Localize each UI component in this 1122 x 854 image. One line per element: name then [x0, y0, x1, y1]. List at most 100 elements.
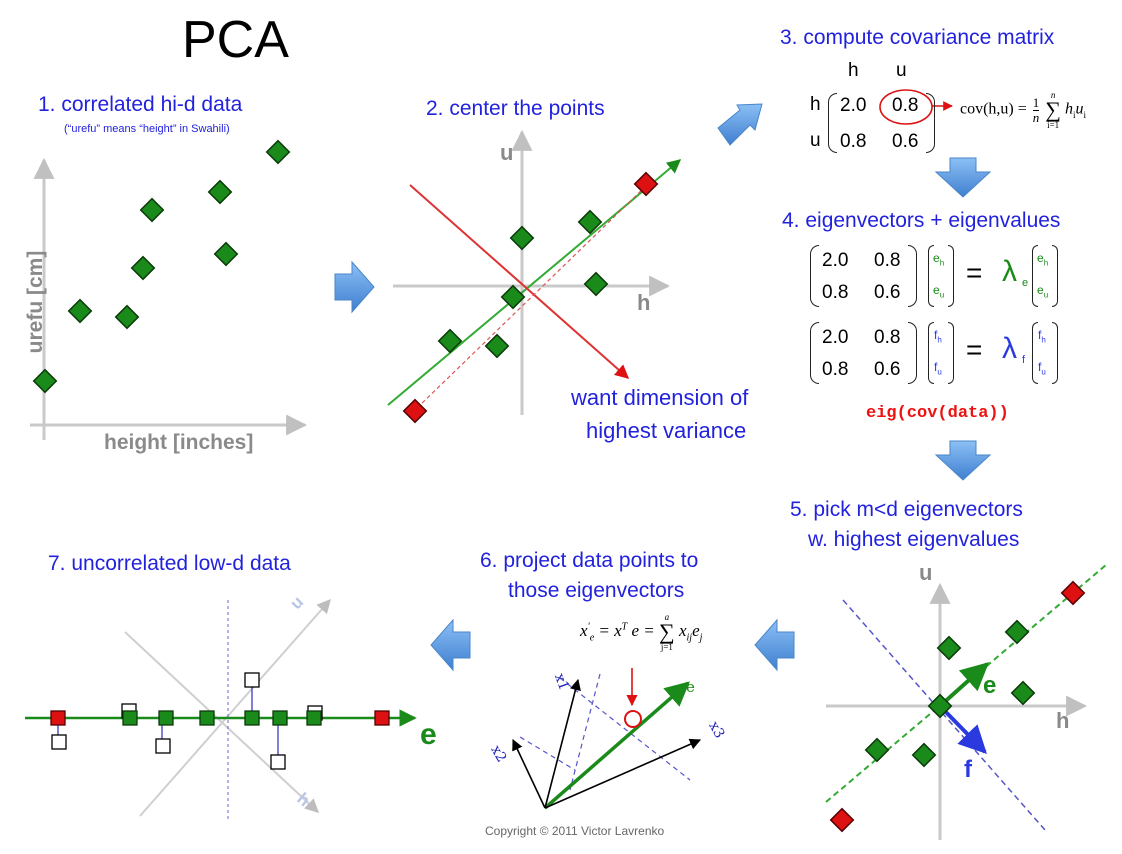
low-variance-direction-arrow: [409, 184, 630, 379]
projected-point: [306, 710, 322, 726]
plot-2: [387, 129, 682, 424]
e-vec2-u-sub: u: [1043, 290, 1049, 300]
data-vector-x2: [512, 738, 546, 809]
rotated-u-axis: [139, 598, 331, 817]
eig-matrix-cell: 2.0: [822, 250, 849, 271]
cov-highlight-circle: [879, 89, 933, 125]
e-vec2-u: e: [1037, 283, 1044, 297]
step-7-label: 7. uncorrelated low-d data: [48, 552, 291, 575]
e-vec-left-paren: [928, 245, 934, 307]
e-eigenvector-arrow: [543, 681, 690, 810]
flow-arrow-2-to-3: [717, 103, 763, 146]
projected-point: [199, 710, 215, 726]
plot-6: [512, 668, 702, 810]
proj-lhs-sup: ': [587, 621, 590, 633]
data-point: [139, 197, 165, 223]
e-eigenvector-arrow: [938, 662, 990, 708]
step-1-label: 1. correlated hi-d data: [38, 93, 243, 116]
data-point: [114, 304, 140, 330]
data-point: [927, 693, 953, 719]
data-point: [509, 225, 535, 251]
proj-mid: = x: [598, 620, 622, 640]
e-vec-u: e: [933, 283, 940, 297]
variance-annotation-line1: want dimension of: [571, 385, 749, 410]
rotated-h-axis: [124, 631, 320, 813]
cov-term-u: u: [1075, 100, 1084, 118]
e-vec-u-sub: u: [939, 290, 945, 300]
original-point-hollow: [51, 734, 67, 750]
eig-right-paren: [908, 322, 917, 384]
cov-row-label-h: h: [810, 94, 821, 115]
lambda-e-sub: e: [1022, 277, 1029, 289]
lambda-f-sub: f: [1022, 354, 1026, 366]
proj-sum-bottom: j=1: [660, 642, 673, 652]
data-point: [911, 742, 937, 768]
eig-matrix-cell: 0.6: [874, 359, 901, 380]
projected-outlier: [374, 710, 390, 726]
step-4-label: 4. eigenvectors + eigenvalues: [782, 209, 1061, 232]
data-point: [437, 328, 463, 354]
data-point: [130, 255, 156, 281]
data-point: [936, 635, 962, 661]
f-dashed-line: [842, 599, 1046, 831]
eig-left-paren: [810, 322, 819, 384]
step-6-label-line2: those eigenvectors: [508, 579, 685, 602]
e-vec-right-paren: [948, 245, 954, 307]
copyright-notice: Copyright © 2011 Victor Lavrenko: [485, 824, 665, 838]
outlier-point: [633, 171, 659, 197]
cov-left-paren: [828, 93, 837, 153]
page-title: PCA: [182, 11, 289, 69]
step-3-label: 3. compute covariance matrix: [780, 26, 1055, 49]
proj-lhs: x: [580, 620, 588, 640]
sum-symbol: ∑: [659, 619, 675, 644]
proj-mid2: e =: [631, 620, 655, 640]
e-vec2-h-sub: h: [1043, 258, 1049, 268]
eig-right-paren: [908, 245, 917, 307]
projection-formula: x'e = xT e = a ∑ j=1 xijej: [580, 612, 702, 652]
proj-term: x: [678, 620, 687, 640]
proj-term-sub: ij: [686, 632, 693, 644]
f-eigenvector-arrow: [938, 704, 987, 755]
f-vec-right-paren: [948, 322, 954, 384]
eig-matrix-cell: 0.8: [874, 327, 901, 348]
flow-arrow-5-to-6: [754, 618, 795, 672]
eigen-equation-e: 2.0 0.8 0.8 0.6 eh eu = λ e eh eu: [810, 243, 1070, 309]
lambda-e: λ: [1002, 255, 1017, 288]
f-vec2-right-paren: [1052, 322, 1058, 384]
plot2-h-axis-label: h: [637, 290, 651, 315]
plot-1: [30, 139, 308, 440]
plot5-e-label: e: [983, 672, 997, 699]
plot7-e-label: e: [420, 718, 437, 751]
f-vec2-u-sub: u: [1041, 367, 1046, 377]
plot-7: [25, 598, 417, 820]
proj-term2: e: [692, 620, 700, 640]
plot5-f-label: f: [964, 756, 972, 783]
proj-mid-sup: T: [621, 621, 628, 633]
original-point-hollow: [244, 672, 260, 688]
cov-cell-highlighted: 0.8: [892, 95, 919, 116]
projection-dashed-line: [416, 185, 647, 409]
eig-matrix-cell: 0.8: [822, 282, 849, 303]
data-vector-x1: [544, 678, 581, 809]
projected-outlier: [50, 710, 66, 726]
eig-matrix-cell: 0.6: [874, 282, 901, 303]
data-point: [1004, 619, 1030, 645]
data-point: [864, 737, 890, 763]
plot5-h-axis-label: h: [1056, 708, 1070, 733]
e-vec-h: e: [933, 251, 940, 265]
flow-arrow-1-to-2: [334, 260, 375, 314]
data-point: [265, 139, 291, 165]
data-point: [213, 241, 239, 267]
covariance-matrix: h u h u 2.0 0.8 0.8 0.6: [808, 60, 948, 160]
projection-dashed: [569, 673, 601, 791]
flow-arrow-3-to-4: [934, 157, 992, 198]
eigen-equation-f: 2.0 0.8 0.8 0.6 fh fu = λ f fh fu: [810, 320, 1070, 386]
eig-code-snippet: eig(cov(data)): [866, 404, 1009, 423]
cov-term-h: h: [1064, 100, 1073, 118]
plot5-u-axis-label: u: [919, 560, 933, 585]
cov-col-label-h: h: [848, 60, 859, 81]
variance-annotation-line2: highest variance: [586, 418, 747, 443]
proj-sum-top: a: [664, 612, 670, 622]
cov-frac-den: n: [1032, 109, 1040, 125]
